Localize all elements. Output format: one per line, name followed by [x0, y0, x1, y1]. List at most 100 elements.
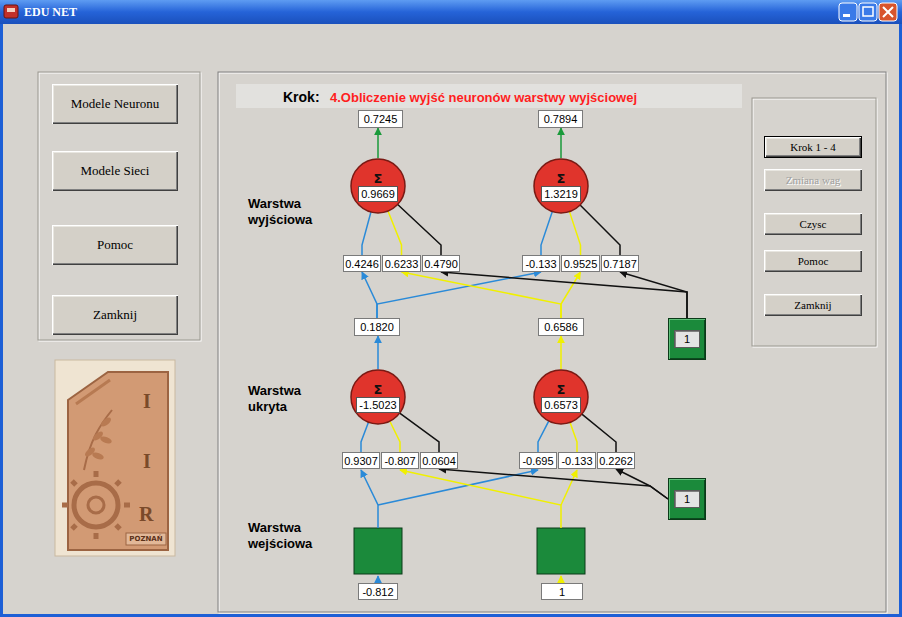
logo-tag [68, 372, 168, 550]
panel-edge [218, 72, 886, 612]
value-text: 0.9307 [344, 454, 378, 468]
disabled-button: Zmiana wag [764, 169, 862, 191]
input-weight-line [361, 470, 378, 528]
activation-value: 0.6573 [541, 397, 581, 413]
logo-bevel [76, 380, 110, 404]
bias-value: 1 [674, 330, 700, 348]
logo-grain [99, 435, 112, 445]
value-text: 0.7245 [364, 112, 398, 126]
signal-arrow [560, 128, 562, 158]
value-text: 0.4246 [345, 257, 379, 271]
value-box: 0.7894 [538, 110, 583, 128]
logo-lettering: I [143, 390, 151, 412]
signal-arrow [362, 272, 377, 318]
button-label: Krok 1 - 4 [790, 141, 836, 153]
input-layer-figure [354, 470, 585, 583]
weight-box: 0.9307 [342, 452, 380, 469]
push-button: Zamknij [764, 294, 862, 316]
weight-line [582, 414, 616, 452]
button-label: Pomoc [97, 237, 133, 253]
neuron-body [534, 370, 588, 424]
weight-line [400, 413, 439, 452]
value-text: -0.812 [362, 585, 393, 599]
weight-box: 0.4790 [422, 255, 460, 272]
neuron-body [351, 159, 405, 213]
value-text: 0.7187 [603, 257, 637, 271]
logo-lettering: POZNAŃ [128, 535, 164, 544]
weight-line [541, 212, 552, 255]
input-weight-line [400, 470, 561, 528]
group-box-highlight [39, 73, 201, 341]
neuron-circle: Σ1.3219 [533, 158, 589, 214]
title-bar [0, 0, 902, 24]
bias-value: 1 [674, 490, 700, 508]
layer-label: Warstwa wyjściowa [248, 196, 343, 228]
logo-city-plate [126, 533, 166, 545]
layer-label: Warstwa ukryta [248, 383, 343, 415]
value-box: 0.7245 [358, 110, 403, 128]
weight-box: 0.2262 [597, 452, 635, 469]
app-icon-body [4, 5, 18, 18]
button-label: Zamknij [794, 299, 831, 311]
group-box-edge [38, 72, 200, 340]
app-icon [4, 5, 18, 18]
step-heading: Krok: [283, 88, 320, 106]
neuron-body [534, 159, 588, 213]
window-controls [839, 3, 897, 21]
logo-ear-stem [84, 410, 112, 470]
input-neuron-square [537, 528, 585, 574]
activation-value: 1.3219 [541, 186, 581, 202]
value-text: 0.0604 [422, 454, 456, 468]
window-title: EDU NET [24, 4, 77, 20]
weight-box: -0.133 [558, 452, 596, 469]
logo-gear [74, 483, 118, 527]
connectors [361, 128, 687, 499]
value-text: -0.807 [384, 454, 415, 468]
step-heading: 4.Obliczenie wyjść neuronów warstwy wyjś… [330, 89, 637, 107]
button-label: Zmiana wag [786, 174, 841, 186]
weight-box: 0.7187 [601, 255, 639, 272]
push-button: Modele Sieci [52, 151, 178, 191]
weight-line [390, 421, 400, 452]
weight-line [569, 212, 580, 255]
minimize-glyph [843, 14, 850, 17]
weight-box: 0.6233 [382, 255, 421, 272]
input-weight-line [561, 470, 577, 505]
weight-line [570, 422, 577, 452]
logo-gear-teeth [62, 471, 130, 539]
app-icon-mark [7, 8, 15, 12]
client-area [3, 24, 899, 614]
logo-grain [99, 416, 112, 428]
close-glyph [883, 7, 893, 17]
value-box: -0.812 [358, 583, 398, 600]
bias-input: 1 [668, 318, 706, 360]
maximize-button [859, 3, 877, 21]
sum-symbol: Σ [374, 171, 383, 186]
value-box: 0.1820 [354, 318, 400, 336]
weight-box: -0.133 [522, 255, 560, 272]
weight-line [362, 212, 371, 255]
weight-line [361, 422, 368, 452]
logo-lettering: R [139, 503, 153, 525]
logo-ground [55, 360, 175, 556]
sum-symbol: Σ [557, 382, 566, 397]
activation-value: 0.9669 [358, 186, 398, 202]
minimize-button [839, 3, 857, 21]
button-label: Modele Sieci [81, 163, 150, 179]
weight-box: 0.0604 [420, 452, 458, 469]
value-text: 0.4790 [424, 257, 458, 271]
push-button: Pomoc [764, 250, 862, 272]
signal-arrow [560, 336, 562, 369]
value-text: 0.9525 [564, 257, 598, 271]
weight-line [398, 204, 441, 255]
value-text: 0.1820 [360, 320, 394, 334]
button-label: Czysc [800, 218, 827, 230]
input-arrow [377, 576, 379, 583]
signal-arrow [439, 469, 668, 499]
signal-arrow [377, 336, 379, 369]
activation-value: -1.5023 [356, 397, 399, 413]
layer-label: Warstwa wejściowa [248, 520, 343, 552]
right-group-box [752, 98, 877, 347]
value-text: 0.6586 [544, 320, 578, 334]
